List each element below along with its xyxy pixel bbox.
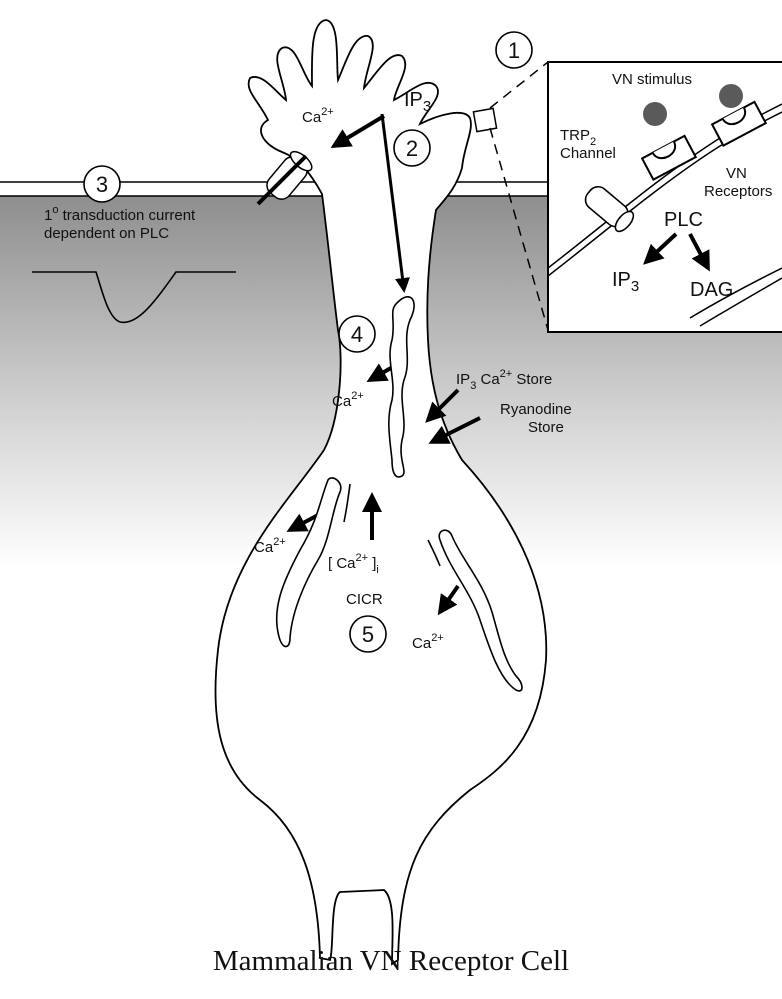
step-1-marker: 1 xyxy=(496,32,532,68)
step-3-marker: 3 xyxy=(84,166,120,202)
cicr-label: CICR xyxy=(346,591,383,608)
vn-receptors-label: VN xyxy=(726,165,747,182)
svg-text:5: 5 xyxy=(362,622,374,647)
figure-caption: Mammalian VN Receptor Cell xyxy=(213,945,569,977)
plc-label: PLC xyxy=(664,209,703,231)
vn-stimulus-molecule-1 xyxy=(643,102,667,126)
ryanodine-label-line2: Store xyxy=(528,419,564,436)
inset-source-box xyxy=(473,108,496,131)
svg-text:1: 1 xyxy=(508,38,520,63)
step-4-marker: 4 xyxy=(339,316,375,352)
svg-text:3: 3 xyxy=(96,172,108,197)
svg-text:4: 4 xyxy=(351,322,363,347)
vn-stimulus-molecule-2 xyxy=(719,84,743,108)
dag-label: DAG xyxy=(690,279,733,301)
step-5-marker: 5 xyxy=(350,616,386,652)
svg-text:2: 2 xyxy=(406,136,418,161)
trp-channel-label-line2: Channel xyxy=(560,145,616,162)
vn-stimulus-label: VN stimulus xyxy=(612,71,692,88)
inset-panel: VN stimulus TRP2 Channel VN Receptors PL… xyxy=(548,62,782,332)
transduction-label: 1o transduction current xyxy=(44,204,196,224)
step-2-marker: 2 xyxy=(394,130,430,166)
transduction-label-line2: dependent on PLC xyxy=(44,225,169,242)
zoom-line-top xyxy=(490,62,548,108)
vn-receptors-label-line2: Receptors xyxy=(704,183,772,200)
ryanodine-label: Ryanodine xyxy=(500,401,572,418)
